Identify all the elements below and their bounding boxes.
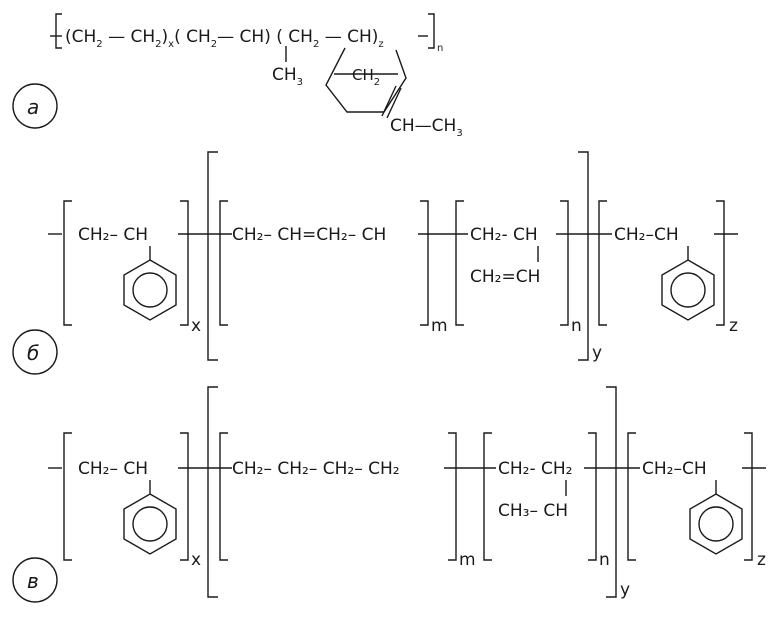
norbornene-ring [325,47,407,113]
panel-a-label: а [27,95,39,119]
benzene-ring-v2 [689,493,743,555]
benzene-ring-b2 [661,259,715,321]
bracket-v-z-left [627,432,636,561]
methyl-group: CH3 [272,65,303,88]
bracket-b-n-left [455,200,464,326]
styrene2-b: CH₂–CH [614,225,679,245]
benzene-ring-v1 [123,493,177,555]
panel-v-label-circle [12,557,58,603]
bracket-v-n-left [483,432,492,561]
subscript-y-v: y [620,580,630,600]
butadiene12-top-b: CH₂- CH [470,225,538,245]
bracket-b-styrene1-right [180,200,189,326]
bracket-b-outer-right [578,151,589,361]
bracket-v-n-right [588,432,597,561]
butylene-bottom-v: CH₃– CH [498,501,568,521]
bracket-b-m-left [219,200,228,326]
bracket-v-outer-right [606,386,617,598]
panel-a: а (CH2 — CH2)x( CH2— CH) ( CH2 — CH)z n … [12,13,463,139]
bracket-v-styrene1-left [63,432,72,561]
bracket-v-styrene1-right [180,432,189,561]
bracket-b-z-left [598,200,607,326]
ethylidene-bond-2 [386,87,402,119]
bracket-b-z-right [716,200,725,326]
bracket-b-n-right [560,200,569,326]
subscript-n-b: n [571,316,582,336]
subscript-z-v: z [757,550,766,570]
bracket-v-m-right [448,432,457,561]
ethylidene-group: CH—CH3 [390,116,463,139]
outer-bracket-left [55,13,62,49]
subscript-x-v: x [191,550,201,570]
panel-b-label: б [27,341,39,365]
subscript-n-a: n [437,43,443,54]
subscript-x-b: x [191,316,201,336]
panel-v-label: в [27,569,39,593]
styrene1-b: CH₂– CH [78,225,148,245]
ethylidene-bond-1 [381,85,397,117]
bracket-v-z-right [744,432,753,561]
styrene1-v: CH₂– CH [78,459,148,479]
bridge-ch2: CH2 [352,66,380,88]
benzene-ring-b1 [123,259,177,321]
butadiene14-b: CH₂– CH=CH₂– CH [232,225,386,245]
subscript-n-v: n [599,550,610,570]
panel-v: в CH₂– CH x y CH₂– CH₂– CH₂– CH₂ m CH₂- … [12,386,766,603]
bracket-b-m-right [420,200,429,326]
bracket-v-m-left [219,432,228,561]
panel-a-label-circle [12,83,58,129]
panel-b-label-circle [12,329,58,375]
ethylene-v: CH₂– CH₂– CH₂– CH₂ [232,459,400,479]
subscript-y-b: y [592,343,602,363]
butylene-top-v: CH₂- CH₂ [498,459,572,479]
outer-bracket-right [428,13,435,49]
subscript-z-b: z [729,316,738,336]
panel-b: б CH₂– CH x y CH₂– CH=CH₂– CH m CH₂- CH … [12,151,738,375]
butadiene12-bottom-b: CH₂=CH [470,267,540,287]
styrene2-v: CH₂–CH [642,459,707,479]
subscript-m-b: m [431,316,448,336]
bracket-v-outer-left [207,386,218,598]
bracket-b-outer-left [207,151,218,361]
subscript-m-v: m [459,550,476,570]
formula-a-main: (CH2 — CH2)x( CH2— CH) ( CH2 — CH)z [65,27,384,50]
bracket-b-styrene1-left [63,200,72,326]
